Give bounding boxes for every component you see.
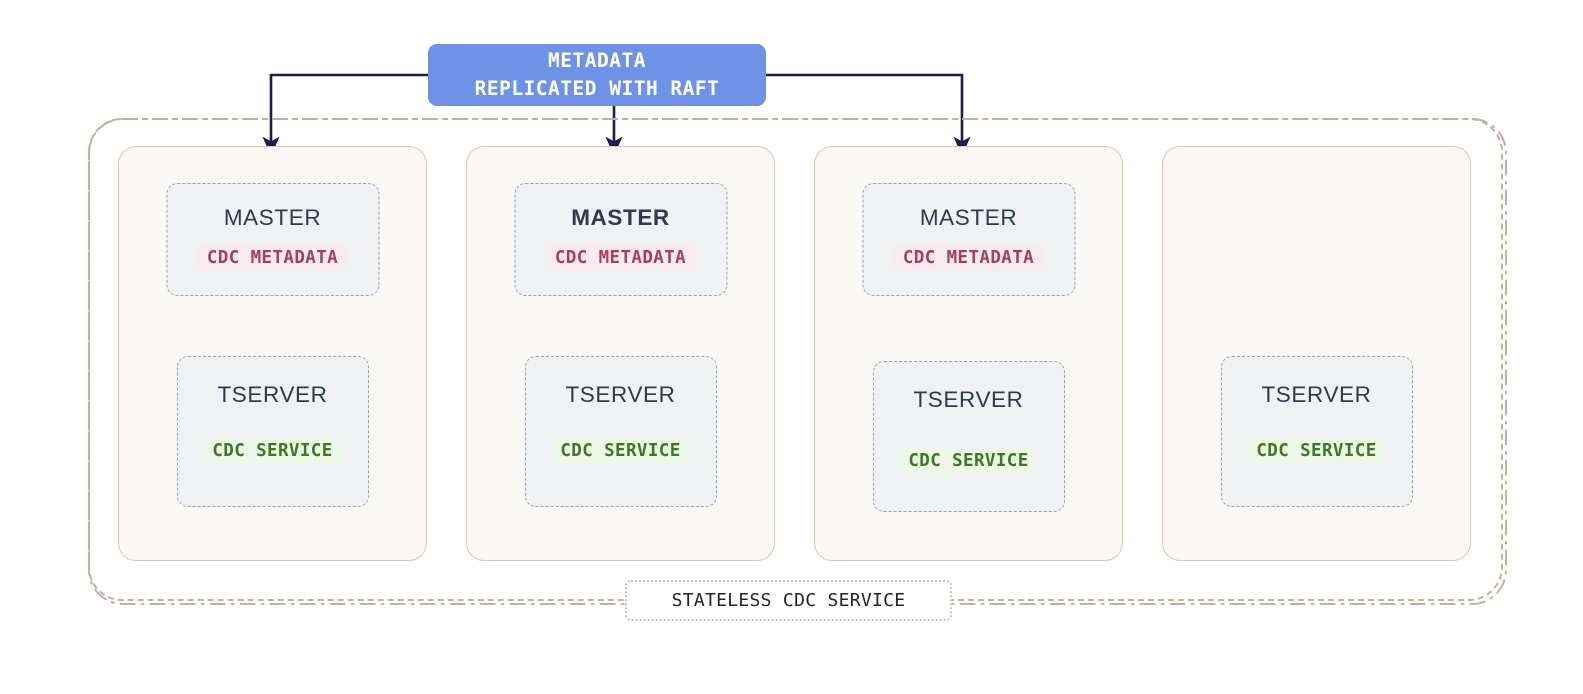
cdc-service-tag-3: CDC SERVICE: [899, 448, 1038, 474]
cdc-metadata-tag-1: CDC METADATA: [197, 245, 348, 271]
tserver-box-4[interactable]: TSERVER CDC SERVICE: [1220, 356, 1413, 507]
cdc-metadata-tag-3: CDC METADATA: [893, 245, 1044, 271]
tserver-title-1: TSERVER: [217, 382, 328, 407]
node-row: MASTER CDC METADATA TSERVER CDC SERVICE …: [118, 146, 1471, 561]
master-title-2: MASTER: [571, 205, 670, 230]
cluster-caption: STATELESS CDC SERVICE: [625, 580, 952, 621]
master-box-1[interactable]: MASTER CDC METADATA: [166, 183, 379, 296]
tserver-title-4: TSERVER: [1261, 382, 1372, 407]
master-box-2[interactable]: MASTER CDC METADATA: [514, 183, 727, 296]
metadata-line-2: REPLICATED WITH RAFT: [474, 77, 720, 100]
metadata-raft-box: METADATA REPLICATED WITH RAFT: [428, 44, 766, 106]
tserver-title-3: TSERVER: [913, 387, 1024, 412]
node-card-3[interactable]: MASTER CDC METADATA TSERVER CDC SERVICE: [814, 146, 1123, 561]
cdc-service-tag-4: CDC SERVICE: [1247, 438, 1386, 464]
metadata-line-1: METADATA: [548, 49, 646, 73]
master-title-3: MASTER: [919, 205, 1018, 230]
cdc-service-tag-2: CDC SERVICE: [551, 438, 690, 464]
tserver-box-1[interactable]: TSERVER CDC SERVICE: [176, 356, 369, 507]
cdc-metadata-tag-2: CDC METADATA: [545, 245, 696, 271]
tserver-box-2[interactable]: TSERVER CDC SERVICE: [524, 356, 717, 507]
cluster-caption-label: STATELESS CDC SERVICE: [671, 590, 906, 611]
node-card-4[interactable]: TSERVER CDC SERVICE: [1162, 146, 1471, 561]
cdc-service-tag-1: CDC SERVICE: [203, 438, 342, 464]
master-title-1: MASTER: [223, 205, 322, 230]
tserver-title-2: TSERVER: [565, 382, 676, 407]
tserver-box-3[interactable]: TSERVER CDC SERVICE: [872, 361, 1065, 512]
node-card-2[interactable]: MASTER CDC METADATA TSERVER CDC SERVICE: [466, 146, 775, 561]
master-box-3[interactable]: MASTER CDC METADATA: [862, 183, 1075, 296]
node-card-1[interactable]: MASTER CDC METADATA TSERVER CDC SERVICE: [118, 146, 427, 561]
